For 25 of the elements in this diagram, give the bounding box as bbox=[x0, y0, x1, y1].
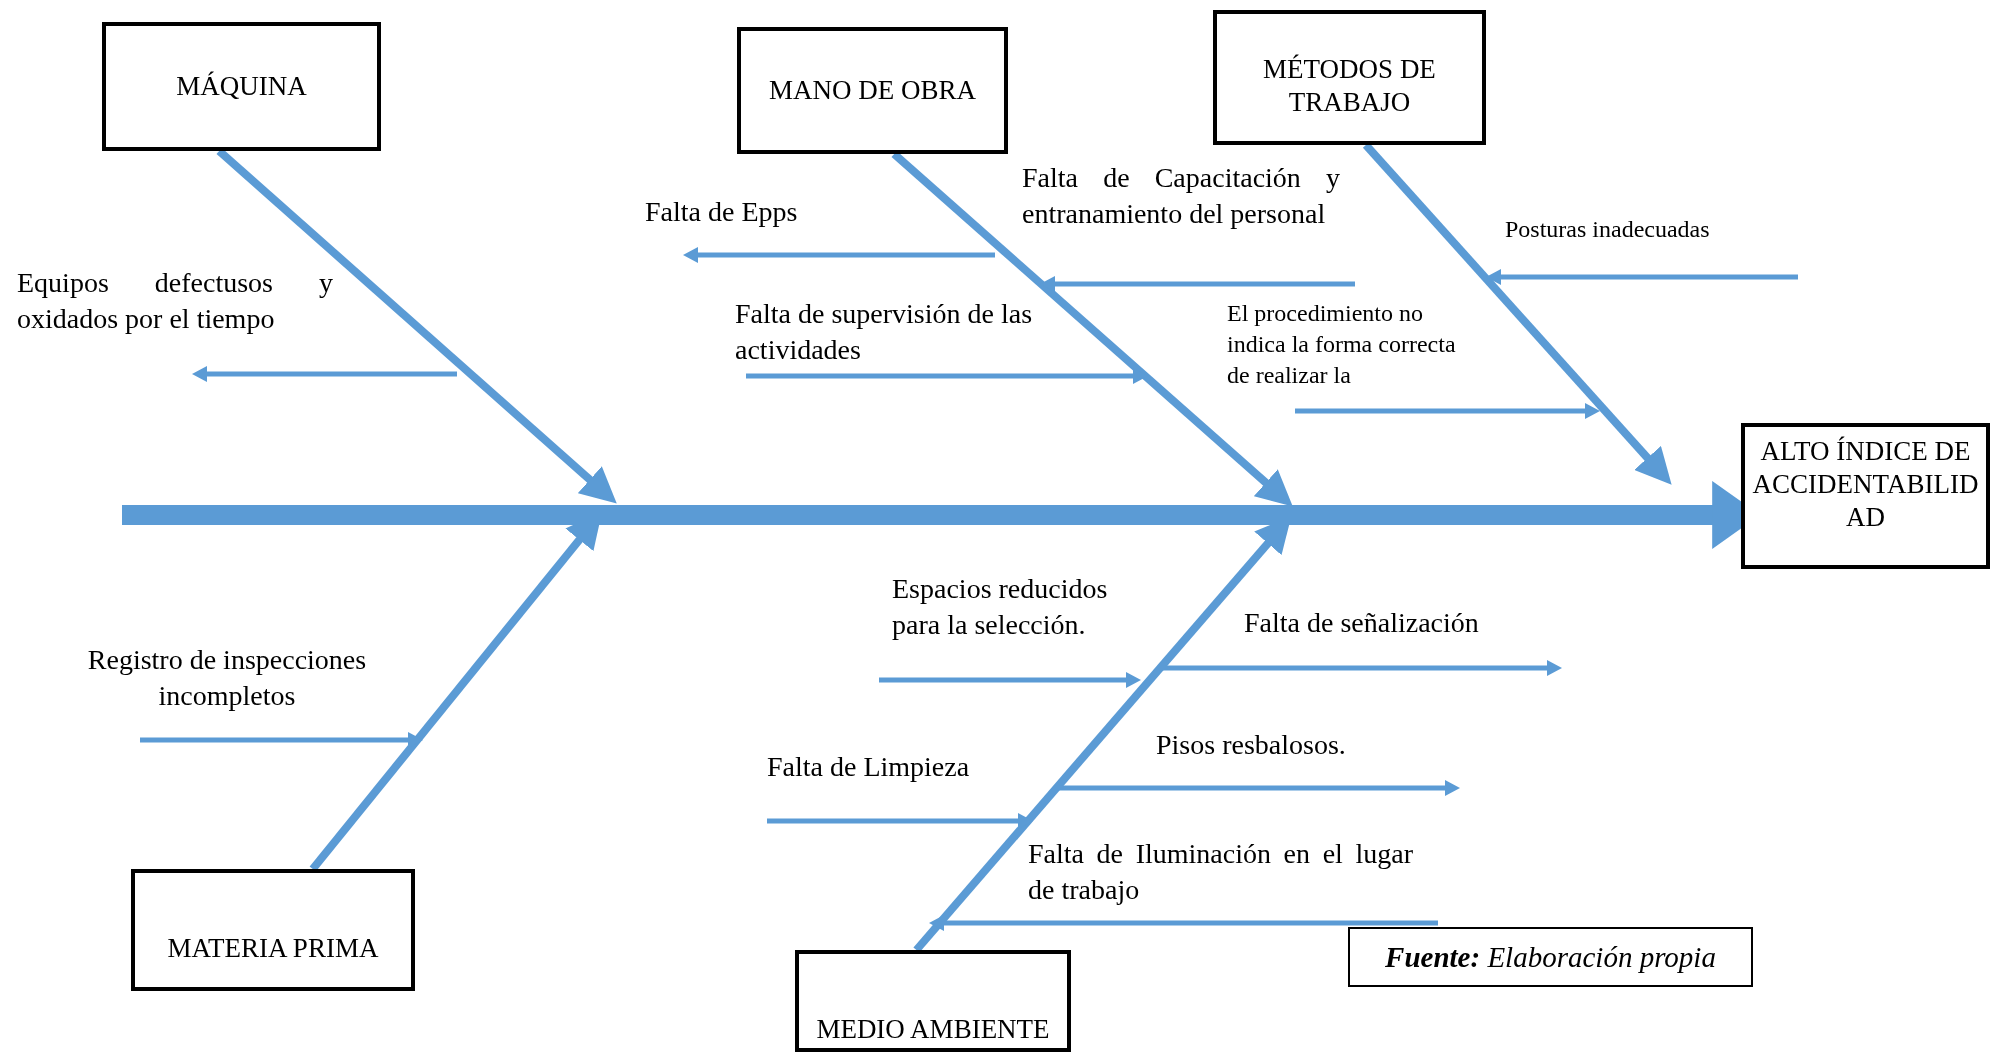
category-text: MATERIA PRIMA bbox=[166, 932, 380, 965]
category-box bbox=[737, 27, 1008, 154]
cause-label: Falta de supervisión de las actividades bbox=[735, 297, 1034, 367]
category-box bbox=[795, 950, 1071, 1052]
cause-label: Equipos defectusos y oxidados por el tiempo bbox=[17, 266, 333, 336]
category-box bbox=[131, 869, 415, 991]
category-box bbox=[102, 22, 381, 151]
cause-label: Falta de Iluminación en el lugar de trabajo bbox=[1028, 837, 1413, 907]
cause-label: Falta de señalización bbox=[1244, 606, 1480, 640]
cause-label: Falta de Capacitación y entranamiento del personal bbox=[1022, 161, 1340, 231]
source-caption: Fuente: Elaboración propia bbox=[1348, 927, 1753, 987]
cause-label: Falta de Limpieza bbox=[767, 750, 971, 784]
category-text: MÁQUINA bbox=[175, 70, 308, 103]
cause-label: Registro de inspecciones incompletos bbox=[86, 643, 368, 713]
cause-label: Espacios reducidos para la selección. bbox=[892, 572, 1109, 642]
cause-label: Falta de Epps bbox=[645, 195, 799, 229]
category-text: MEDIO AMBIENTE bbox=[815, 1013, 1051, 1046]
category-text: MÉTODOS DE TRABAJO bbox=[1262, 53, 1437, 119]
category-text: ALTO ÍNDICE DE ACCIDENTABILIDAD bbox=[1751, 435, 1980, 534]
cause-label: El procedimiento no indica la forma correcta de realizar la bbox=[1227, 299, 1457, 390]
category-box bbox=[1741, 423, 1990, 569]
cause-label: Pisos resbalosos. bbox=[1156, 728, 1347, 762]
category-text: MANO DE OBRA bbox=[768, 74, 977, 107]
category-box bbox=[1213, 10, 1486, 145]
cause-label: Posturas inadecuadas bbox=[1505, 215, 1711, 244]
